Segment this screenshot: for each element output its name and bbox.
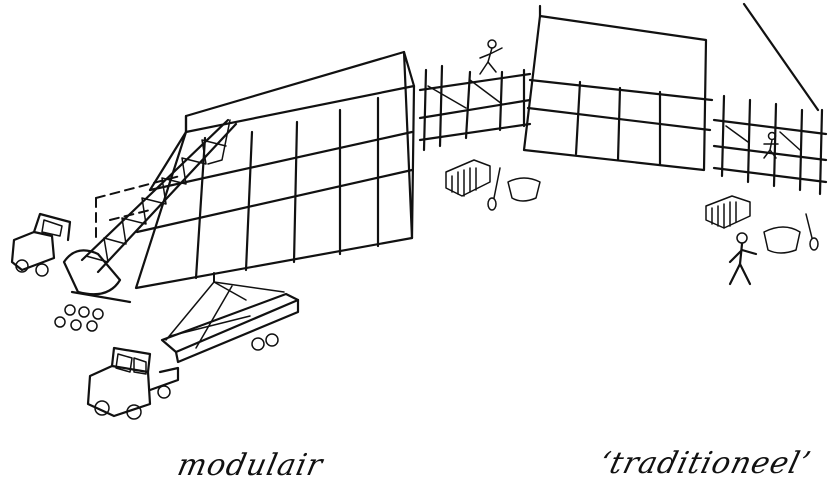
crane-truck-cab (10, 212, 72, 277)
worker-standing (728, 232, 758, 286)
scaffolding-right (712, 94, 828, 196)
caption-traditional: ‘traditioneel’ (595, 446, 815, 481)
crane (54, 118, 238, 332)
worker-on-scaffold-right (763, 131, 779, 159)
scaffolding-left (418, 64, 532, 152)
flatbed-truck (86, 269, 300, 420)
caption-modular: modulair (174, 448, 327, 483)
materials-right (705, 195, 819, 254)
materials-left (445, 159, 541, 211)
modular-building-block (134, 50, 416, 290)
worker-on-scaffold-left (479, 39, 503, 75)
traditional-building-wall (522, 2, 820, 172)
